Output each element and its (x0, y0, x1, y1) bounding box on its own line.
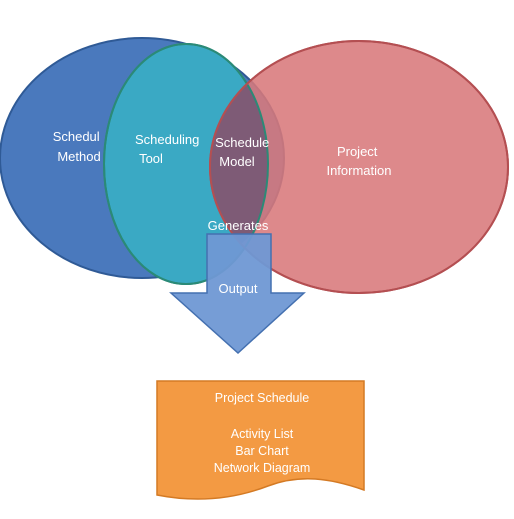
scheduling-tool-outline (103, 43, 269, 285)
document-item-bar-chart: Bar Chart (235, 444, 289, 458)
project-information-outline (209, 40, 509, 294)
generates-label: Generates (208, 218, 269, 233)
scheduling-tool-label: Scheduling Tool (135, 132, 203, 166)
document-title: Project Schedule (215, 391, 310, 405)
output-label: Output (218, 281, 257, 296)
project-schedule-document (156, 380, 365, 500)
project-information-label: Project Information (326, 144, 391, 178)
document-item-network-diagram: Network Diagram (214, 461, 311, 475)
document-item-activity-list: Activity List (231, 427, 294, 441)
schedule-method-label: Schedul Method (53, 129, 104, 164)
schedule-model-label: Schedule Model (215, 135, 273, 169)
output-arrow (169, 233, 306, 355)
